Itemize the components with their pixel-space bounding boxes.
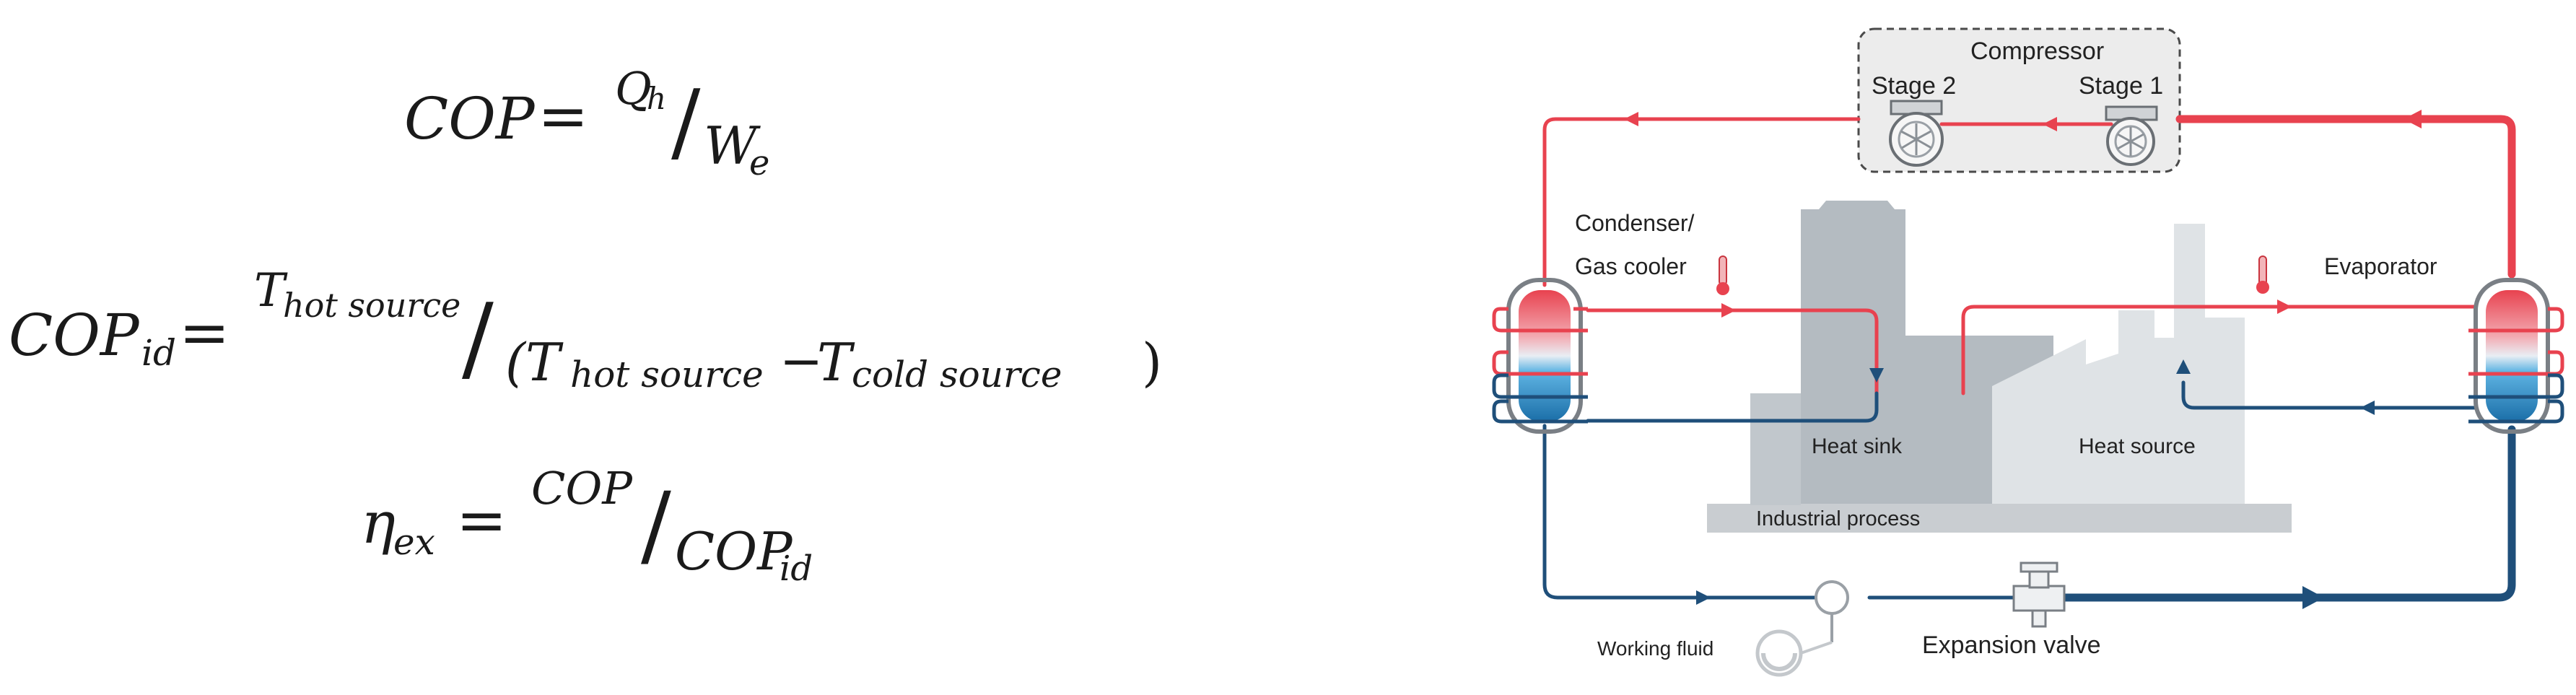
compressor-stage-1-fan-icon <box>2105 105 2158 166</box>
copid-den-close: ) <box>1142 332 1163 393</box>
copid-numerator-sub: hot source <box>283 286 461 325</box>
cop-fraction-slash: / <box>671 72 701 172</box>
cop-lhs: COP <box>404 85 535 152</box>
copid-minus: − <box>780 331 824 391</box>
compressor-label: Compressor <box>1970 38 2104 65</box>
copid-lhs: COP <box>9 302 139 369</box>
hot-circuit <box>1542 115 2516 395</box>
evaporator-tank <box>2468 278 2564 434</box>
copid-den-sub1: hot source <box>570 354 764 395</box>
working-fluid-label: Working fluid <box>1597 637 1713 660</box>
expansion-valve-icon <box>2012 561 2066 628</box>
cop-equals: = <box>538 81 589 152</box>
equation-eta-ex: η ex = COP / COP id <box>0 404 938 592</box>
stage-1-label: Stage 1 <box>2079 72 2163 100</box>
thermometer-icon <box>2256 255 2269 294</box>
condenser-label-line2: Gas cooler <box>1575 253 1687 279</box>
eta-denominator: COP <box>675 521 793 582</box>
stage-2-label: Stage 2 <box>1872 72 1956 100</box>
eta-lhs-sub: ex <box>393 521 435 563</box>
heat-sink-label: Heat sink <box>1812 434 1903 458</box>
cop-numerator-sub: h <box>647 81 667 116</box>
copid-den-open: (T <box>505 332 561 393</box>
eta-denominator-sub: id <box>780 548 813 589</box>
equation-cop: COP = Q h / W e <box>0 0 866 217</box>
copid-equals: = <box>179 297 230 368</box>
eta-equals: = <box>456 485 507 556</box>
copid-fraction-slash: / <box>462 283 494 393</box>
heat-source-factory <box>1992 224 2245 504</box>
condenser-label-line1: Condenser/ <box>1575 210 1695 236</box>
eta-lhs: η <box>361 489 396 556</box>
cop-denominator: W <box>704 115 758 176</box>
heat-sink-factory <box>1750 201 2053 505</box>
equation-cop-id: COP id = T hot source / (T hot source − … <box>0 217 1227 419</box>
eta-numerator: COP <box>531 462 632 515</box>
cop-numerator: Q <box>615 62 652 115</box>
industrial-process-label: Industrial process <box>1756 507 1920 530</box>
copid-lhs-sub: id <box>141 332 176 374</box>
condenser-tank <box>1492 278 1588 434</box>
cop-denominator-sub: e <box>749 143 770 183</box>
working-fluid-pump-icon <box>1755 580 1849 677</box>
cold-arrows <box>1696 359 2375 609</box>
industrial-process-platform <box>1707 504 2292 533</box>
heat-source-label: Heat source <box>2079 434 2196 458</box>
eta-fraction-slash: / <box>641 473 671 577</box>
cold-circuit <box>1542 380 2516 602</box>
copid-den-sub2: cold source <box>852 354 1062 395</box>
compressor-stage-2-fan-icon <box>1889 100 1944 167</box>
copid-den-t2: T <box>817 332 852 393</box>
hot-arrows <box>1624 110 2422 318</box>
copid-numerator: T <box>254 264 285 318</box>
expansion-valve-label: Expansion valve <box>1922 631 2101 659</box>
evaporator-label: Evaporator <box>2324 253 2437 279</box>
thermometer-icon <box>1716 255 1729 295</box>
